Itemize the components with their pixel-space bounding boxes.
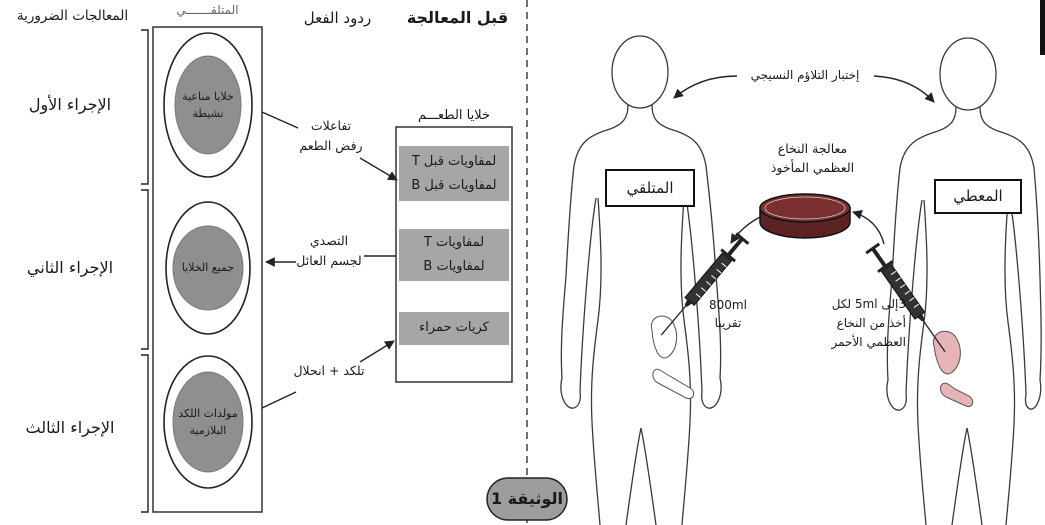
processing-label-line: معالجة النخاع — [777, 141, 848, 156]
donor-to-dish-arrow — [852, 210, 885, 245]
note-line: 3إلى 5ml لكل — [831, 297, 906, 311]
cell-body — [174, 55, 242, 155]
reaction-label-line: لجسم العائل — [296, 253, 362, 268]
recipient-right-torso — [680, 197, 692, 525]
band-label-line: لمفاويات B — [423, 259, 485, 274]
cell-body — [172, 371, 244, 473]
procedure-bracket — [141, 29, 149, 513]
donor-left-torso — [916, 199, 928, 525]
reaction-2-label: التصدي لجسم العائل — [286, 231, 372, 271]
donor-hip-bone — [932, 330, 961, 375]
compatibility-test-label: إختبار التلاؤم النسيجي — [750, 68, 860, 82]
recipient-femur — [652, 368, 695, 400]
recipient-left-torso — [590, 197, 602, 525]
dish-to-recipient-arrow — [730, 215, 763, 244]
document-badge — [486, 477, 568, 521]
reaction-label-line: رفض الطعم — [299, 138, 363, 153]
note-line: أخذ من النخاع — [836, 316, 906, 330]
recipient-hip-bone — [650, 315, 678, 359]
donor-figure — [886, 37, 1042, 525]
donor-syringe — [865, 242, 946, 353]
recipient-right-arm-outer — [651, 104, 722, 409]
marrow-processing-label: معالجة النخاع العظمي المأخوذ — [765, 139, 860, 177]
recipient-label: المتلقي — [626, 179, 674, 197]
processing-label-line: العظمي المأخوذ — [770, 160, 855, 175]
graft-band-red-cells — [399, 312, 509, 345]
donor-label: المعطي — [953, 187, 1003, 205]
dish-top — [759, 193, 851, 223]
document-label: الوثيقة 1 — [491, 489, 563, 508]
recipient-cell-1 — [163, 32, 253, 178]
compatibility-arrow-recipient — [673, 75, 738, 99]
recipient-left-arm-inner — [579, 197, 597, 393]
donor-label-box — [934, 179, 1022, 214]
recipient-cell-2-label: جميع الخلايا — [163, 259, 253, 276]
donor-extraction-note: 3إلى 5ml لكل أخذ من النخاع العظمي الأحمر — [806, 295, 906, 352]
reaction-1-arrow — [359, 157, 398, 181]
recipient-cell-2 — [165, 201, 251, 335]
dish-rim — [764, 196, 846, 220]
cell-label-line: مولدات اللكد — [178, 407, 238, 420]
recipient-figure — [560, 35, 722, 525]
compatibility-arrow-donor — [873, 75, 935, 103]
procedure-2-label: الإجراء الثاني — [26, 258, 114, 277]
recipient-label-box — [605, 169, 695, 207]
volume-label-line: 800ml — [709, 298, 747, 312]
recipient-inner-legs — [625, 427, 657, 525]
reaction-label-line: تفاعلات — [310, 118, 352, 133]
graft-band-pre-lymphocytes — [399, 146, 509, 201]
procedure-1-label: الإجراء الأول — [28, 95, 112, 114]
recipient-cell-1-label: خلايا مناعية نشيطة — [163, 88, 253, 122]
cell-label-line: البلازمية — [189, 424, 227, 437]
band-label-line: لمفاويات قبل B — [411, 178, 497, 193]
header-necessary-treatments: المعالجات الضرورية — [16, 8, 129, 24]
donor-head — [939, 37, 997, 111]
donor-right-arm-inner — [1009, 199, 1027, 395]
note-line: العظمي الأحمر — [831, 335, 906, 349]
cell-label-line: خلايا مناعية — [182, 90, 234, 103]
graft-band-2-label: لمفاويات T لمفاويات B — [399, 231, 509, 279]
donor-right-torso — [1004, 199, 1016, 525]
recipient-cell-3 — [163, 355, 253, 489]
reaction-1-label: تفاعلات رفض الطعم — [288, 116, 374, 156]
recipient-cell-3-label: مولدات اللكد البلازمية — [163, 405, 253, 439]
volume-label-line: تقريبا — [714, 316, 742, 330]
reaction-label-line: التصدي — [309, 233, 349, 248]
reaction-3-connector — [261, 391, 297, 409]
recipient-left-arm-outer — [560, 104, 629, 409]
band-label-line: لمفاويات قبل T — [411, 154, 497, 169]
cell-label-line: جميع الخلايا — [181, 261, 235, 274]
marrow-dish — [759, 193, 851, 239]
reaction-1-connector — [261, 111, 299, 129]
band-label-line: لمفاويات T — [423, 235, 485, 250]
header-recipient: المتلقـــــــي — [176, 3, 239, 17]
band-label-line: كريات حمراء — [419, 320, 489, 335]
edge-bar — [1040, 0, 1045, 55]
graft-cells-frame — [395, 126, 513, 383]
reaction-3-arrow — [359, 340, 395, 363]
header-reactions: ردود الفعل — [303, 9, 372, 27]
donor-inner-legs — [951, 427, 983, 525]
donor-right-arm-outer — [979, 106, 1042, 410]
header-before-treatment: قبل المعالجة — [406, 8, 509, 27]
donor-femur — [940, 382, 974, 408]
graft-band-lymphocytes — [399, 229, 509, 281]
cell-body — [172, 225, 244, 311]
recipient-volume-label: 800ml تقريبا — [706, 296, 750, 332]
graft-band-3-label: كريات حمراء — [399, 317, 509, 339]
graft-band-1-label: لمفاويات قبل T لمفاويات قبل B — [399, 150, 509, 198]
recipient-column-frame — [152, 26, 263, 513]
cell-label-line: نشيطة — [192, 107, 224, 120]
graft-cells-title: خلايا الطعـــم — [417, 108, 491, 123]
procedure-3-label: الإجراء الثالث — [25, 418, 115, 437]
reaction-label-line: تلكد + انحلال — [293, 363, 365, 378]
recipient-head — [611, 35, 669, 109]
reaction-3-label: تلكد + انحلال — [286, 361, 372, 381]
